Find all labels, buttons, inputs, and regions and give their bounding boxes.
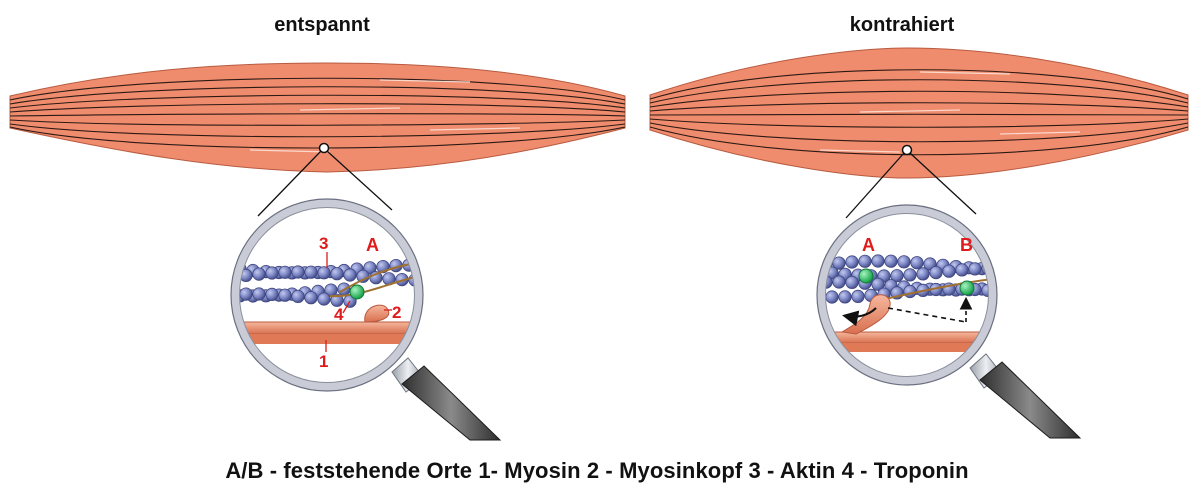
actin-bead <box>252 287 266 301</box>
actin-bead <box>903 284 917 299</box>
actin-bead <box>252 267 266 281</box>
actin-bead <box>265 266 279 280</box>
legend: A/B - feststehende Orte 1- Myosin 2 - My… <box>225 458 969 483</box>
actin-bead <box>858 254 872 268</box>
label-myosinhead-2: 2 <box>392 303 401 322</box>
actin-bead <box>851 289 865 303</box>
actin-bead <box>955 263 969 277</box>
magnifier-handle-left <box>391 357 502 441</box>
actin-bead <box>871 254 885 268</box>
muscle-contracted <box>649 47 1189 179</box>
title-contracted: kontrahiert <box>849 14 955 36</box>
actin-bead <box>890 269 904 283</box>
actin-bead <box>330 293 344 307</box>
actin-bead <box>916 267 930 281</box>
actin-bead <box>825 290 839 304</box>
actin-bead <box>317 266 331 280</box>
actin-bead <box>871 277 885 291</box>
actin-bead <box>884 254 898 268</box>
magnifier-handle-right <box>969 353 1082 439</box>
magnifier-contracted: A B <box>816 144 1082 439</box>
muscle-relaxed <box>9 62 626 173</box>
actin-bead <box>291 265 305 279</box>
actin-bead <box>317 292 331 306</box>
label-myosin-1: 1 <box>319 352 328 371</box>
actin-bead <box>845 255 859 269</box>
actin-bead <box>968 262 982 276</box>
actin-bead <box>304 265 318 279</box>
label-actin-3: 3 <box>319 234 328 253</box>
label-site-a-left: A <box>366 235 379 255</box>
actin-bead <box>910 256 924 270</box>
actin-bead <box>903 268 917 282</box>
actin-bead <box>845 275 859 289</box>
actin-bead <box>330 267 344 281</box>
actin-bead <box>304 291 318 305</box>
label-site-a-right: A <box>862 235 875 255</box>
actin-bead <box>832 256 846 270</box>
actin-bead <box>363 261 377 275</box>
actin-bead <box>832 275 846 289</box>
troponin-left <box>349 284 365 300</box>
actin-bead <box>343 268 357 282</box>
actin-bead <box>838 290 852 304</box>
magnifier-relaxed: 3 A 4 2 1 <box>230 142 502 441</box>
actin-bead <box>265 287 279 301</box>
title-relaxed: entspannt <box>274 14 370 36</box>
label-troponin-4: 4 <box>334 305 344 324</box>
actin-bead <box>929 265 943 280</box>
actin-bead <box>278 265 292 279</box>
actin-bead <box>278 288 292 302</box>
actin-bead <box>897 255 911 269</box>
actin-bead <box>942 264 956 278</box>
actin-bead <box>291 289 305 303</box>
actin-bead <box>239 287 253 301</box>
label-site-b-right: B <box>960 235 973 255</box>
